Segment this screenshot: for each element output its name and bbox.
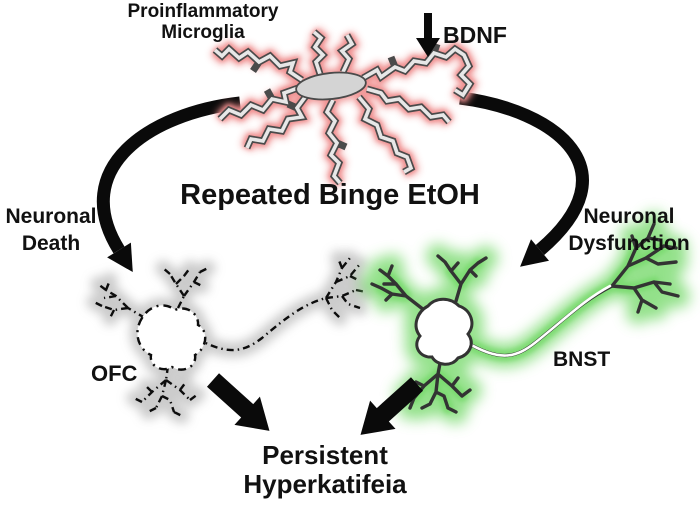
outcome-line2: Hyperkatifeia bbox=[243, 469, 407, 499]
center-title: Repeated Binge EtOH bbox=[180, 179, 480, 211]
microglia-caption-line1: Proinflammatory bbox=[127, 1, 279, 22]
neuronal-dysfunction-line1: Neuronal bbox=[583, 205, 675, 228]
bottom-left-arrow-icon bbox=[206, 373, 270, 431]
outcome-line1: Persistent bbox=[262, 440, 388, 470]
bdnf-label: BDNF bbox=[443, 22, 507, 48]
bdnf-down-arrow-icon bbox=[416, 13, 440, 57]
neuronal-dysfunction-caption: Neuronal Dysfunction bbox=[558, 203, 700, 257]
right-curved-arrow-icon bbox=[459, 91, 589, 267]
microglia-caption-line2: Microglia bbox=[161, 22, 245, 43]
bnst-label: BNST bbox=[553, 348, 611, 371]
bdnf-annotation: BDNF bbox=[416, 13, 507, 58]
ofc-neuron-illustration bbox=[86, 250, 374, 424]
microglia-caption: Proinflammatory Microglia bbox=[108, 1, 298, 43]
left-curved-arrow-icon bbox=[96, 96, 241, 273]
neuronal-dysfunction-line2: Dysfunction bbox=[568, 232, 690, 255]
bottom-right-arrow-icon bbox=[360, 377, 424, 435]
microglia-illustration bbox=[210, 27, 479, 188]
neuronal-death-line2: Death bbox=[21, 232, 81, 255]
neuronal-death-caption: Neuronal Death bbox=[0, 203, 102, 257]
neuronal-death-line1: Neuronal bbox=[5, 205, 97, 228]
bnst-neuron-illustration bbox=[360, 212, 690, 424]
ofc-label: OFC bbox=[91, 361, 138, 386]
outcome-caption: Persistent Hyperkatifeia bbox=[160, 441, 490, 499]
